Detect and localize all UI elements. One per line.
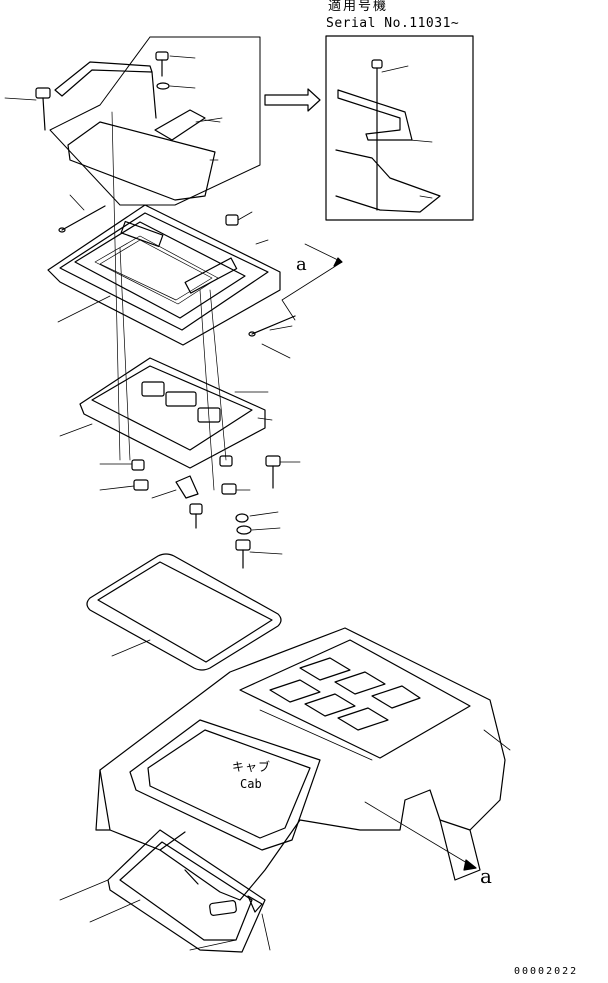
cab-label-en: Cab: [240, 777, 262, 791]
assembly-guide-lines: [111, 111, 227, 491]
inner-panel-part: [59, 357, 269, 469]
seal-ring-part: [86, 553, 282, 671]
hinge-pin-left: [58, 194, 106, 233]
clip-parts: [99, 455, 251, 499]
reference-line-lower: [364, 801, 477, 871]
seal-pad-part: [67, 121, 219, 201]
serial-applicable-label-jp: 適用号機: [328, 0, 389, 14]
serial-detail-box: [325, 35, 474, 221]
handle-bracket-part: [154, 109, 221, 141]
illustration-number: 00002022: [514, 966, 579, 977]
handle-rail-part: [54, 61, 157, 119]
hatch-frame-part: [47, 204, 281, 346]
hinge-pin-right: [248, 315, 296, 359]
bolt-washer-parts: [189, 455, 301, 569]
bolt-part-left: [4, 87, 51, 131]
cab-label-jp: キャブ: [232, 760, 272, 774]
callout-leader-lines: [195, 117, 511, 751]
detail-arrow: [264, 88, 321, 112]
bolt-part-upper: [155, 51, 196, 90]
cab-roof-part: [95, 627, 506, 901]
serial-number-label: Serial No.11031~: [326, 16, 460, 31]
upper-group-outline: [49, 36, 261, 206]
nut-part: [225, 211, 253, 226]
reference-mark-upper: a: [296, 254, 307, 275]
reference-line-upper: [281, 243, 343, 321]
lower-liner-part: [59, 829, 271, 953]
reference-mark-lower: a: [480, 864, 492, 888]
